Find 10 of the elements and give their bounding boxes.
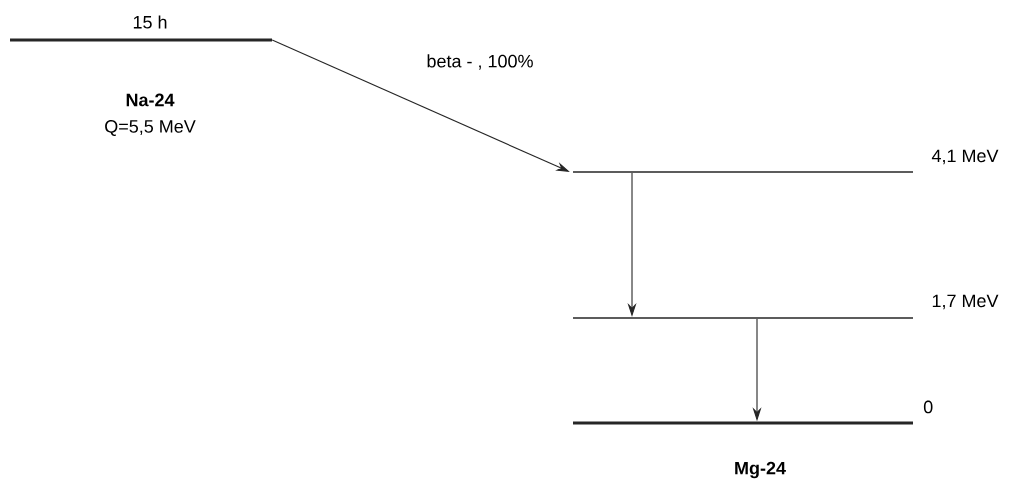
edge-label: beta - , 100%: [425, 53, 535, 71]
nuclide-label: Mg-24: [735, 461, 786, 479]
energy-level-line: [573, 171, 913, 173]
level-label: 15 h: [133, 15, 167, 29]
level-label: 0: [923, 400, 933, 414]
level-label: 4,1 MeV: [931, 149, 999, 165]
level-label: 1,7 MeV: [932, 294, 999, 310]
level-label: Q=5,5 MeV: [105, 120, 196, 136]
level-label: Na-24: [126, 93, 175, 107]
energy-level-line: [10, 38, 272, 42]
